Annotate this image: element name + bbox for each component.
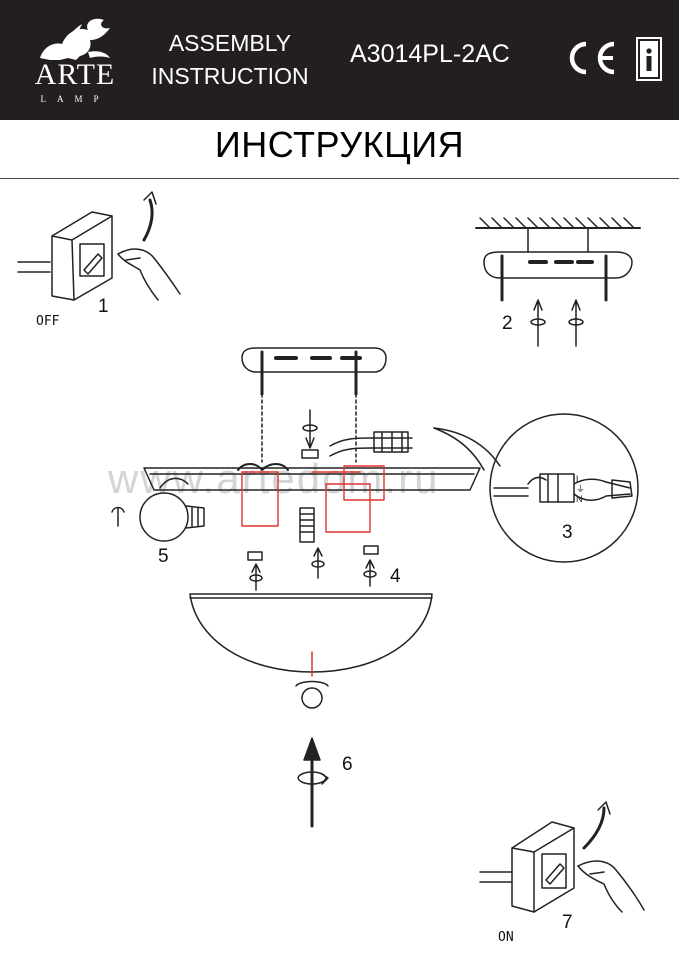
up-arrow-icon xyxy=(297,737,329,828)
terminal-labels: L ⏚ N xyxy=(576,474,585,504)
wall-switch-off-icon xyxy=(17,211,113,301)
lamp-base-icon xyxy=(143,431,481,491)
terminal-label-l: L xyxy=(576,474,581,484)
step-1-number: 1 xyxy=(98,296,109,317)
wall-switch-on-icon xyxy=(479,821,575,913)
ceiling-plate-icon xyxy=(475,217,641,302)
ce-mark-icon xyxy=(569,41,615,75)
terminal-label-ground: ⏚ xyxy=(576,484,585,494)
terminal-label-n: N xyxy=(576,494,583,504)
brand-subtitle: LAMP xyxy=(40,94,110,104)
page-title: ИНСТРУКЦИЯ xyxy=(214,124,465,165)
curved-arrow-icon xyxy=(142,191,157,242)
hand-on-icon xyxy=(577,860,645,913)
model-number: A3014PL-2AC xyxy=(350,40,510,68)
brand-name: ARTE xyxy=(34,58,116,91)
hand-icon xyxy=(117,248,181,301)
header-bar: ARTE LAMP ASSEMBLY INSTRUCTION A3014PL-2… xyxy=(0,0,679,120)
step-7-number: 7 xyxy=(562,912,573,933)
doc-type-line2: INSTRUCTION xyxy=(151,63,309,89)
step-5-number: 5 xyxy=(158,546,169,567)
title-divider xyxy=(0,178,679,179)
wiring-detail-callout xyxy=(433,413,639,563)
socket-highlight xyxy=(241,465,385,533)
down-arrow-icon xyxy=(301,409,319,459)
watermark: www.artedom.ru xyxy=(108,455,440,502)
glass-bowl-icon xyxy=(189,593,433,709)
screw-icon xyxy=(247,507,379,591)
mounting-bar-icon xyxy=(241,347,387,463)
step-7-state: ON xyxy=(498,930,514,945)
screw-arrows-icon xyxy=(530,299,584,347)
step-2-number: 2 xyxy=(502,313,513,334)
doc-type-line1: ASSEMBLY xyxy=(168,30,292,56)
step-3-number: 3 xyxy=(562,522,573,543)
light-bulb-icon xyxy=(111,492,205,542)
step-4-number: 4 xyxy=(390,566,401,587)
curved-arrow-on-icon xyxy=(582,801,611,850)
step-1-state: OFF xyxy=(36,314,60,329)
info-booklet-icon xyxy=(636,37,662,81)
step-6-number: 6 xyxy=(342,754,353,775)
lion-logo-icon xyxy=(40,18,110,60)
